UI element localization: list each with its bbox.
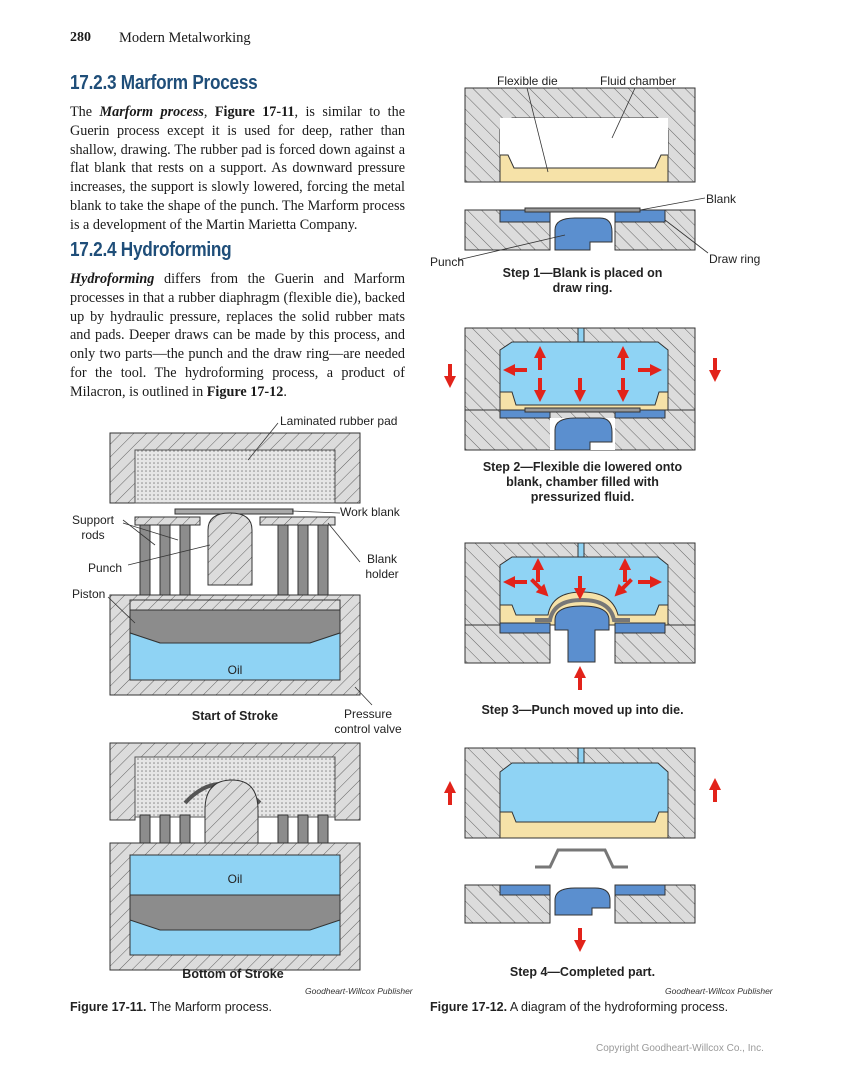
label-punch-12: Punch: [430, 255, 465, 269]
figure-ref: Figure 17-12: [206, 383, 284, 400]
label-punch: Punch: [88, 561, 123, 575]
section-heading-hydroforming: 17.2.4 Hydroforming: [70, 239, 232, 261]
upper-die-bottom: [109, 742, 361, 821]
figure-11-credit: Goodheart-Willcox Publisher: [305, 986, 413, 996]
piston-start: [129, 609, 341, 644]
label-blank: Blank: [706, 192, 737, 206]
step-3-caption: Step 3—Punch moved up into die.: [481, 703, 684, 717]
upper-die-start: [109, 432, 361, 504]
figure-17-11-diagram: Oil Oil: [107, 422, 373, 971]
caption-start-of-stroke: Start of Stroke: [191, 709, 279, 723]
para-text: .: [283, 383, 287, 400]
figure-12-caption-text: A diagram of the hydroforming process.: [507, 1000, 729, 1014]
figure-11-caption-label: Figure 17-11.: [70, 1000, 147, 1014]
para-text: differs from the Guerin and Marform proc…: [70, 271, 405, 400]
figure-17-12-diagram: [444, 87, 721, 952]
step-1-diagram: [457, 87, 709, 261]
term-marform: Marform process: [99, 104, 204, 120]
figure-11-caption-text: The Marform process.: [146, 1000, 272, 1014]
figure-12-caption: Figure 17-12. A diagram of the hydroform…: [430, 1000, 728, 1014]
step-2-diagram: [444, 327, 721, 451]
term-hydroforming: Hydroforming: [70, 271, 155, 287]
oil-label: Oil: [228, 663, 243, 677]
para-text: , is similar to the Guerin process excep…: [70, 104, 405, 233]
page-number: 280: [70, 30, 91, 45]
figure-12-caption-label: Figure 17-12.: [430, 1000, 508, 1014]
label-work-blank: Work blank: [340, 505, 400, 519]
section-heading-marform: 17.2.3 Marform Process: [70, 72, 258, 94]
label-draw-ring: Draw ring: [709, 252, 761, 266]
figure-11-caption: Figure 17-11. The Marform process.: [70, 1000, 272, 1014]
figure-ref: Figure 17-11: [214, 104, 295, 120]
punch-start: [207, 512, 253, 586]
figure-12-credit: Goodheart-Willcox Publisher: [665, 986, 773, 996]
running-title: Modern Metalworking: [119, 30, 251, 46]
label-piston: Piston: [72, 587, 106, 601]
step-1-caption: Step 1—Blank is placed on draw ring.: [502, 266, 663, 295]
label-fluid-chamber: Fluid chamber: [600, 74, 677, 88]
step-4-caption: Step 4—Completed part.: [509, 965, 656, 979]
step-3-diagram: [464, 542, 696, 690]
label-flexible-die: Flexible die: [497, 74, 558, 88]
label-pressure-control-valve: Pressure control valve: [334, 707, 402, 736]
step-2-caption: Step 2—Flexible die lowered onto blank, …: [482, 460, 683, 504]
blank-holder-right: [259, 516, 336, 526]
label-blank-holder: Blank holder: [365, 552, 399, 581]
piston-bottom: [129, 894, 341, 931]
para-text: ,: [203, 104, 215, 120]
oil-label-bottom: Oil: [228, 872, 243, 886]
blank-holder-left: [134, 516, 201, 526]
step-4-diagram: [444, 747, 721, 952]
oil-start: [129, 632, 341, 681]
marform-paragraph: The Marform process, Figure 17-11, is si…: [70, 103, 405, 235]
caption-bottom-of-stroke: Bottom of Stroke: [182, 967, 284, 981]
hydroforming-paragraph: Hydroforming differs from the Guerin and…: [70, 270, 405, 402]
para-text: The: [70, 104, 100, 120]
support-rods-start: [139, 524, 329, 611]
label-laminated-rubber-pad: Laminated rubber pad: [280, 414, 398, 428]
label-support-rods: Support rods: [71, 513, 115, 542]
punch-bottom: [204, 779, 259, 846]
copyright-footer: Copyright Goodheart-Willcox Co., Inc.: [596, 1043, 764, 1054]
